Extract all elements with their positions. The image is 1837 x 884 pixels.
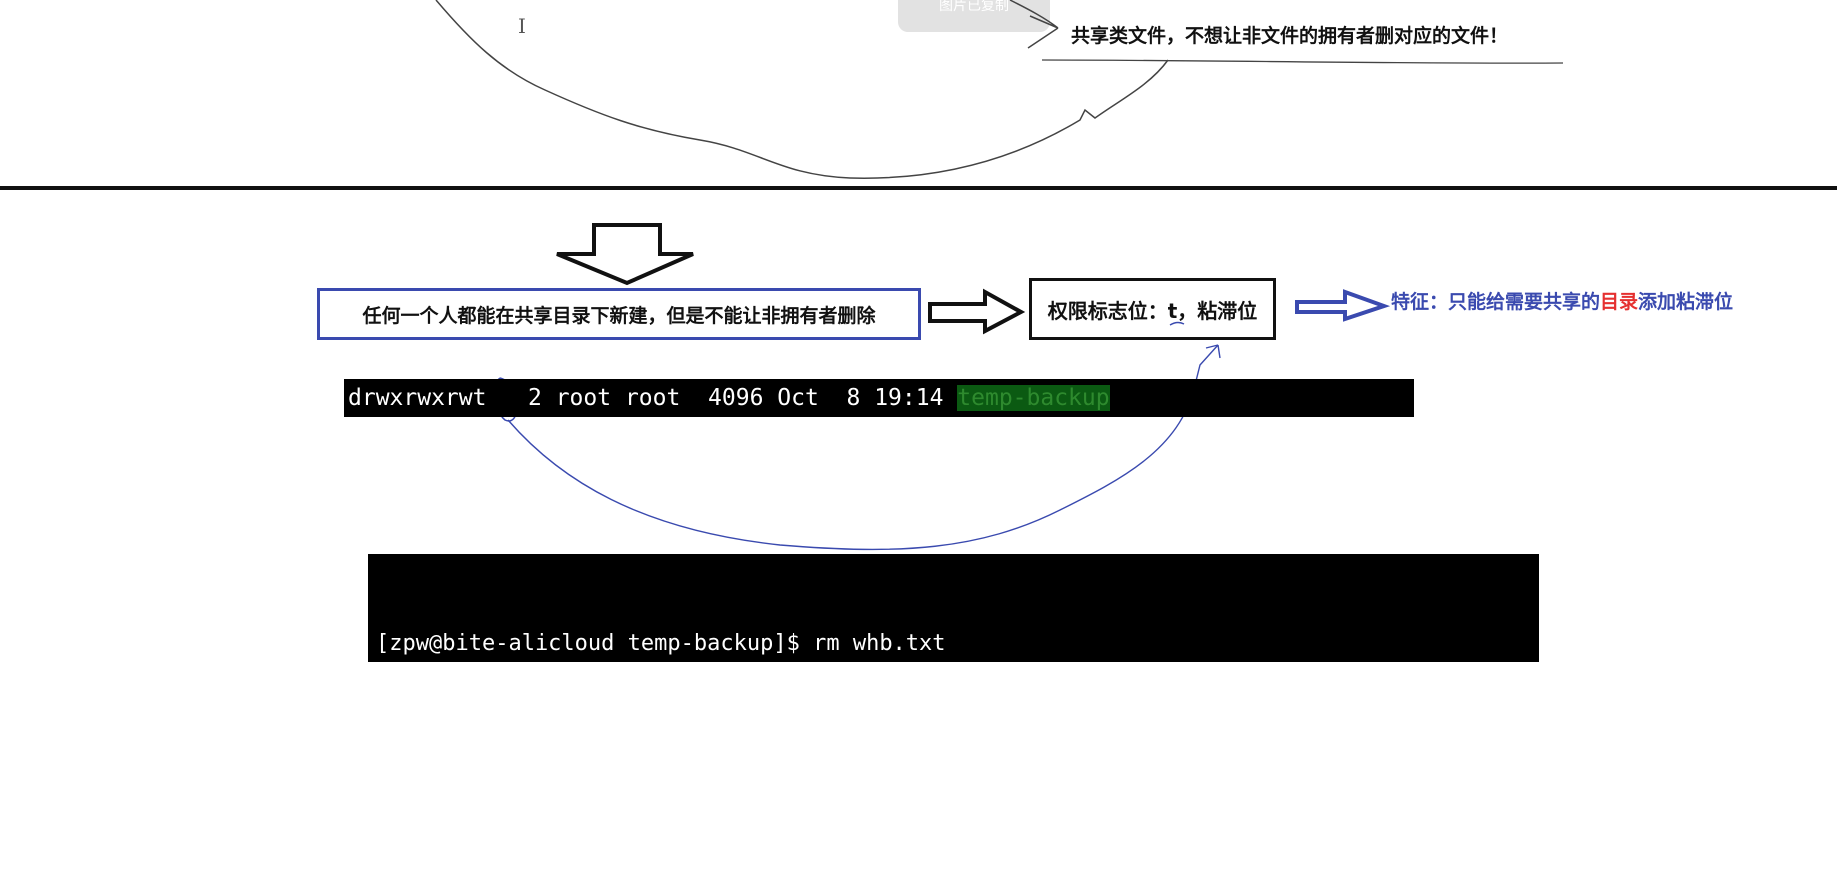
terminal-line: rm: remove write-protected regular empty… — [376, 727, 1145, 752]
ls-listing-text: drwxrwxrwt 2 root root 4096 Oct 8 19:14 — [348, 385, 958, 411]
feature-note: 特征：只能给需要共享的目录添加粘滞位 — [1391, 287, 1733, 314]
sticky-curve-stroke — [507, 344, 1219, 551]
top-note: 共享类文件，不想让非文件的拥有者删对应的文件！ — [1071, 25, 1509, 47]
right-arrow-blue-shape — [1295, 289, 1391, 322]
ls-listing-terminal: drwxrwxrwt 2 root root 4096 Oct 8 19:14 … — [344, 379, 1414, 417]
sticky-bit-box: 权限标志位：t，粘滞位 — [1029, 278, 1276, 340]
terminal-line: rm: cannot remove ‘whb.txt’: Operation n… — [376, 823, 1065, 848]
feature-prefix: 特征：只能给需要共享的 — [1391, 291, 1601, 313]
sticky-curve-arrowhead — [1205, 344, 1221, 359]
feature-highlight: 目录 — [1600, 291, 1639, 313]
terminal-line: [zpw@bite-alicloud temp-backup]$ rm whb.… — [376, 631, 946, 656]
toast-text: 图片已复制 — [939, 0, 1009, 14]
top-curve-stroke — [435, 0, 1169, 179]
text-cursor-icon: I — [518, 14, 526, 38]
shared-dir-rule-box: 任何一个人都能在共享目录下新建，但是不能让非拥有者删除 — [317, 288, 921, 340]
right-arrow-black-shape — [928, 288, 1026, 335]
section-divider — [0, 186, 1837, 190]
note-underline — [1041, 59, 1564, 64]
rm-command-terminal: [zpw@bite-alicloud temp-backup]$ rm whb.… — [368, 554, 1539, 848]
ls-dir-name: temp-backup — [957, 385, 1110, 411]
shared-dir-rule-text: 任何一个人都能在共享目录下新建，但是不能让非拥有者删除 — [362, 304, 876, 327]
down-arrow-shape — [556, 223, 694, 286]
feature-suffix: 添加粘滞位 — [1638, 291, 1734, 313]
sticky-bit-text: 权限标志位：t，粘滞位 — [1047, 298, 1258, 323]
copied-toast: 图片已复制 — [898, 0, 1050, 32]
